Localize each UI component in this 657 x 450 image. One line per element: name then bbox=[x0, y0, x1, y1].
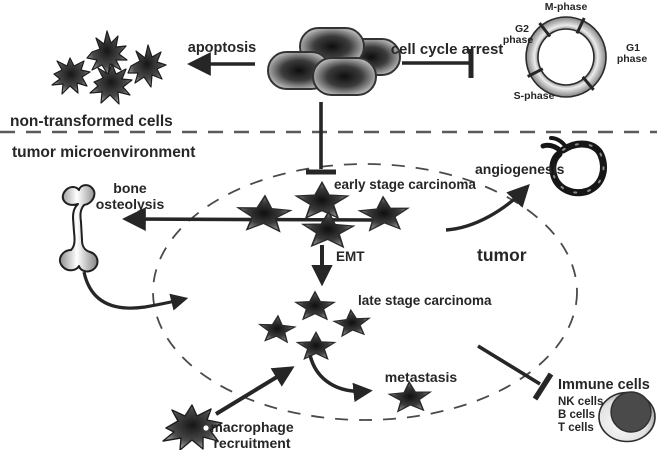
non-transformed-cells-label: non-transformed cells bbox=[10, 113, 173, 130]
early-stage-carcinoma-label: early stage carcinoma bbox=[334, 177, 476, 192]
blood-vessel-loop-icon bbox=[540, 136, 607, 197]
transformation-inhibitor-bar bbox=[306, 102, 336, 175]
apoptosis-label: apoptosis bbox=[188, 40, 256, 56]
bone-feedback-curved-arrow bbox=[82, 271, 189, 311]
macrophage-label-line1: macrophage bbox=[210, 419, 293, 435]
angiogenesis-curved-arrow bbox=[445, 183, 530, 232]
nk-cells-label: NK cells bbox=[558, 396, 603, 408]
immune-suppression-inhibitor bbox=[477, 344, 554, 401]
carcinoma-cell-star-icon bbox=[332, 308, 372, 338]
macrophage-icon bbox=[162, 404, 223, 450]
immune-cell-icon bbox=[598, 391, 656, 443]
carcinoma-cell-star-icon bbox=[257, 314, 297, 344]
g2-phase-label-line2: phase bbox=[503, 34, 534, 46]
late-stage-carcinoma-cells bbox=[257, 291, 372, 360]
metastasis-cell-star-icon bbox=[387, 380, 432, 413]
carcinoma-cell-star-icon bbox=[236, 193, 293, 233]
cell-cycle-arrest-label: cell cycle arrest bbox=[391, 41, 504, 58]
metastasis-curved-arrow bbox=[308, 354, 373, 403]
early-stage-carcinoma-cells bbox=[236, 181, 410, 249]
b-cells-label: B cells bbox=[558, 409, 595, 421]
tumor-microenvironment-label: tumor microenvironment bbox=[12, 144, 195, 161]
metastasis-label: metastasis bbox=[385, 369, 458, 385]
tumor-label: tumor bbox=[477, 245, 527, 265]
macrophage-label-line2: recruitment bbox=[213, 435, 290, 450]
emt-label: EMT bbox=[336, 249, 365, 264]
t-cells-label: T cells bbox=[558, 422, 594, 434]
late-stage-carcinoma-label: late stage carcinoma bbox=[358, 293, 492, 308]
g1-phase-label-line2: phase bbox=[617, 53, 648, 65]
carcinoma-cell-star-icon bbox=[296, 331, 336, 360]
angiogenesis-label: angiogenesis bbox=[475, 161, 565, 177]
s-phase-label: S-phase bbox=[514, 90, 555, 102]
fragmented-apoptotic-cells-icon bbox=[51, 30, 167, 105]
tumor-microenvironment-boundary-ellipse bbox=[152, 163, 578, 421]
bone-label-line1: bone bbox=[113, 180, 147, 196]
g2-phase-label-line1: G2 bbox=[515, 23, 529, 35]
macrophage-recruitment-arrow bbox=[214, 366, 295, 416]
bone-label-line2: osteolysis bbox=[96, 196, 165, 212]
bone-icon bbox=[59, 184, 99, 273]
carcinoma-cell-star-icon bbox=[295, 291, 335, 320]
normal-cell-cluster-icon bbox=[267, 27, 401, 96]
cell-cycle-ring-icon bbox=[525, 16, 607, 98]
g1-phase-label-line1: G1 bbox=[626, 42, 640, 54]
m-phase-label: M-phase bbox=[545, 1, 588, 13]
carcinoma-cell-star-icon bbox=[357, 194, 410, 232]
cell-cycle-arrest-inhibitor bbox=[402, 49, 474, 78]
immune-cells-label: Immune cells bbox=[558, 377, 650, 393]
